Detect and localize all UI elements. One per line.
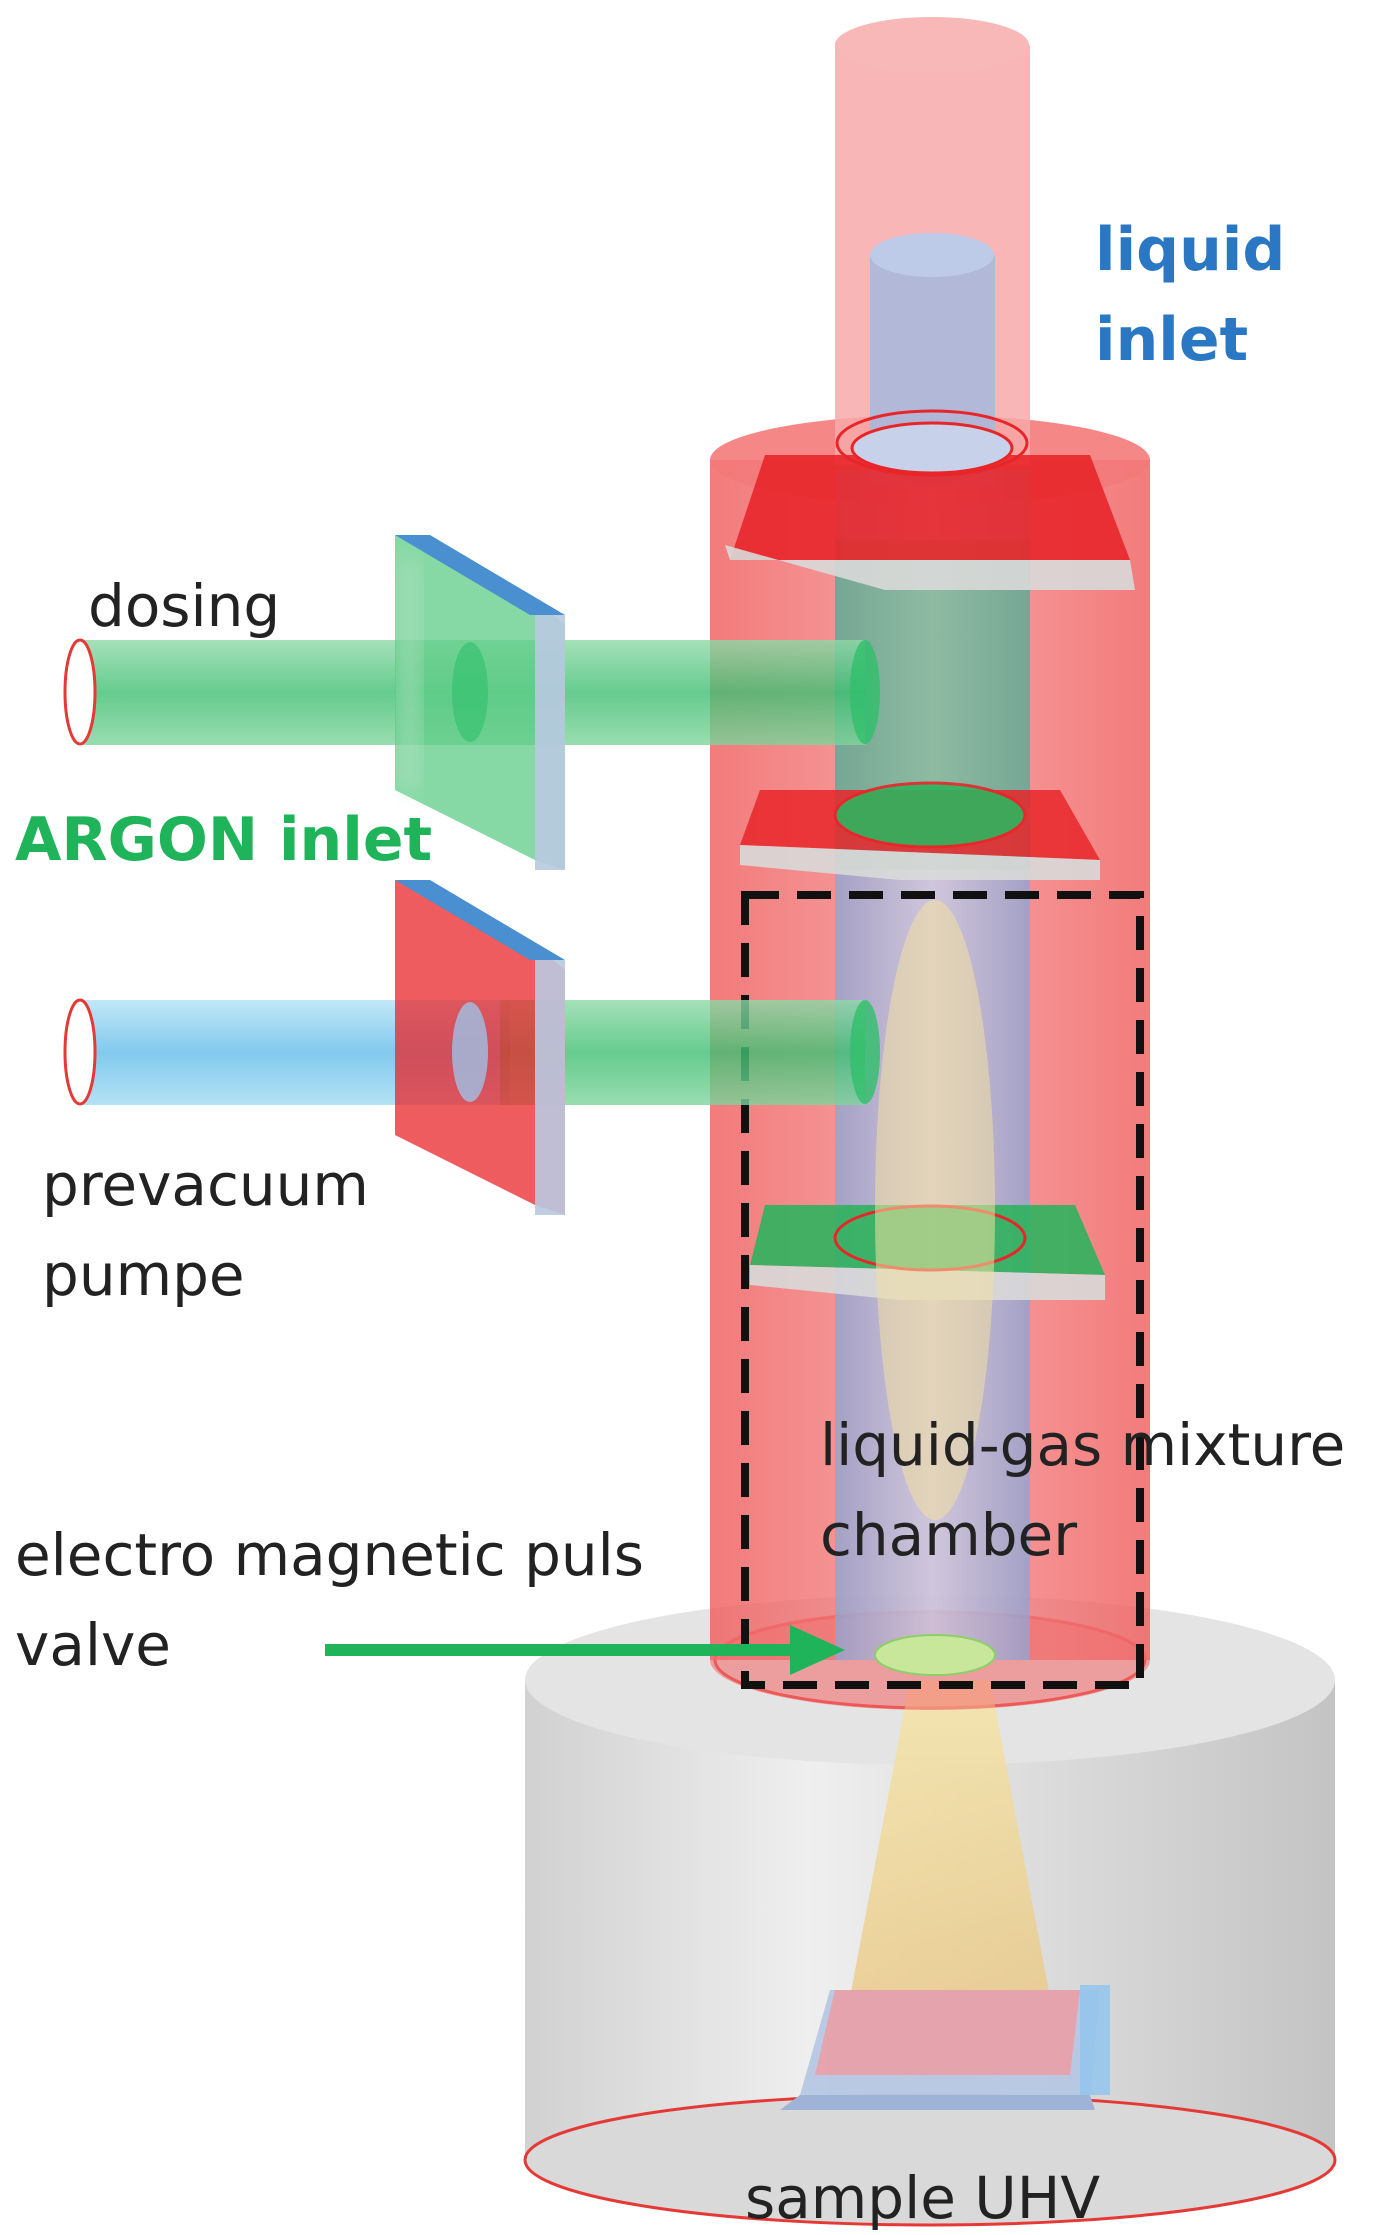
- spray-cone: [840, 1680, 1060, 2050]
- sample-uhv-label: sample UHV: [745, 2164, 1100, 2232]
- mixture-chamber-label: liquid-gas mixture chamber: [820, 1411, 1364, 1569]
- argon-inlet-label: ARGON inlet: [15, 805, 432, 875]
- sample-plate: [780, 1985, 1110, 2110]
- dosing-label: dosing: [88, 572, 280, 640]
- mixing-plume: [875, 900, 995, 1520]
- middle-plate: [740, 781, 1100, 880]
- mixing-chamber-frame: [741, 891, 1144, 1689]
- pulse-valve-label: electro magnetic puls valve: [15, 1521, 662, 1679]
- liquid-inlet-label: liquid inlet: [1095, 215, 1306, 375]
- pump-flange: [395, 880, 565, 1215]
- top-plate: [725, 409, 1135, 590]
- prevacuum-pump-label: prevacuum pumpe: [42, 1151, 387, 1309]
- dosing-flange: [395, 535, 565, 870]
- right-arrow-icon: [325, 1625, 845, 1675]
